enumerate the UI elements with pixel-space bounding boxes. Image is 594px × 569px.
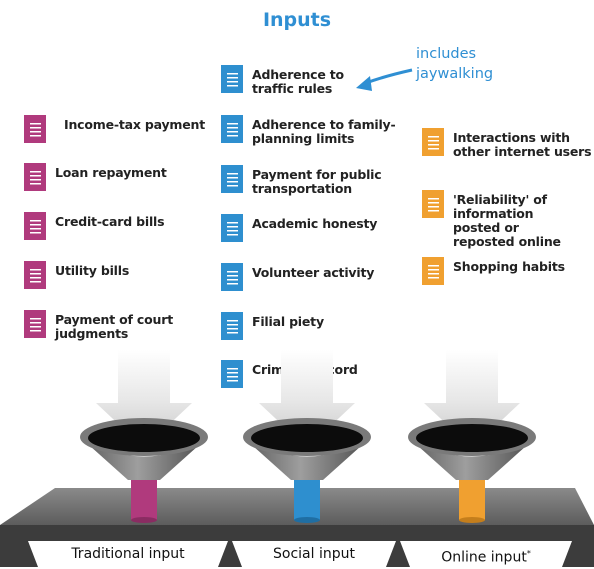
funnel-social bbox=[243, 437, 371, 480]
item-label: Academic honesty bbox=[252, 216, 378, 231]
social-item-family-planning: Adherence to family-planning limits bbox=[221, 115, 412, 146]
spout-online bbox=[459, 478, 485, 520]
document-icon bbox=[221, 263, 243, 291]
item-label: Adherence to family-planning limits bbox=[252, 117, 396, 146]
social-item-filial: Filial piety bbox=[221, 312, 324, 340]
online-input-label-text: Online input bbox=[441, 549, 527, 566]
document-icon bbox=[422, 257, 444, 285]
spout-traditional bbox=[131, 478, 157, 520]
item-label: Shopping habits bbox=[453, 259, 565, 274]
traditional-item-utility: Utility bills bbox=[24, 261, 129, 289]
funnel-online bbox=[408, 437, 536, 480]
document-icon bbox=[24, 310, 46, 338]
online-input-label: Online input* bbox=[410, 543, 562, 566]
item-label: Filial piety bbox=[252, 314, 324, 329]
funnel-traditional bbox=[80, 437, 208, 480]
item-label: 'Reliability' of information posted or r… bbox=[453, 192, 561, 249]
document-icon bbox=[24, 212, 46, 240]
online-item-shopping: Shopping habits bbox=[422, 257, 565, 285]
online-item-interactions: Interactions with other internet users bbox=[422, 128, 593, 159]
document-icon bbox=[221, 312, 243, 340]
traditional-item-income-tax: Income-tax payment bbox=[24, 115, 205, 143]
traditional-item-credit-card: Credit-card bills bbox=[24, 212, 165, 240]
arrow-online bbox=[424, 350, 520, 448]
annotation-arrow bbox=[365, 68, 413, 85]
item-label: Volunteer activity bbox=[252, 265, 375, 280]
item-label: Criminal record bbox=[252, 362, 358, 377]
spout-social bbox=[294, 478, 320, 520]
diagram-title: Inputs bbox=[262, 9, 332, 31]
document-icon bbox=[24, 163, 46, 191]
document-icon bbox=[221, 214, 243, 242]
item-label: Income-tax payment bbox=[64, 117, 205, 132]
item-label: Utility bills bbox=[55, 263, 130, 278]
document-icon bbox=[221, 360, 243, 388]
social-item-traffic: Adherence to traffic rules bbox=[221, 65, 362, 96]
document-icon bbox=[422, 128, 444, 156]
item-label: Credit-card bills bbox=[55, 214, 165, 229]
social-item-criminal: Criminal record bbox=[221, 360, 358, 388]
social-item-transportation: Payment for public transportation bbox=[221, 165, 392, 196]
jaywalking-annotation: includes jaywalking bbox=[416, 44, 493, 84]
document-icon bbox=[24, 115, 46, 143]
base-platform-top bbox=[0, 488, 594, 525]
arrow-traditional bbox=[96, 350, 192, 448]
item-label: Payment of court judgments bbox=[55, 312, 173, 341]
item-label: Adherence to traffic rules bbox=[252, 67, 344, 96]
document-icon bbox=[24, 261, 46, 289]
traditional-item-court: Payment of court judgments bbox=[24, 310, 175, 341]
traditional-input-label: Traditional input bbox=[71, 546, 185, 562]
annotation-line-1: includes bbox=[416, 46, 477, 62]
document-icon bbox=[422, 190, 444, 218]
document-icon bbox=[221, 115, 243, 143]
document-icon bbox=[221, 165, 243, 193]
online-input-footnote-mark: * bbox=[526, 549, 531, 558]
document-icon bbox=[221, 65, 243, 93]
item-label: Loan repayment bbox=[55, 165, 167, 180]
social-item-academic: Academic honesty bbox=[221, 214, 377, 242]
annotation-line-2: jaywalking bbox=[416, 66, 494, 82]
online-item-reliability: 'Reliability' of information posted or r… bbox=[422, 190, 583, 249]
social-input-label: Social input bbox=[273, 546, 355, 562]
traditional-item-loan: Loan repayment bbox=[24, 163, 167, 191]
item-label: Payment for public transportation bbox=[252, 167, 382, 196]
social-item-volunteer: Volunteer activity bbox=[221, 263, 374, 291]
item-label: Interactions with other internet users bbox=[453, 130, 592, 159]
